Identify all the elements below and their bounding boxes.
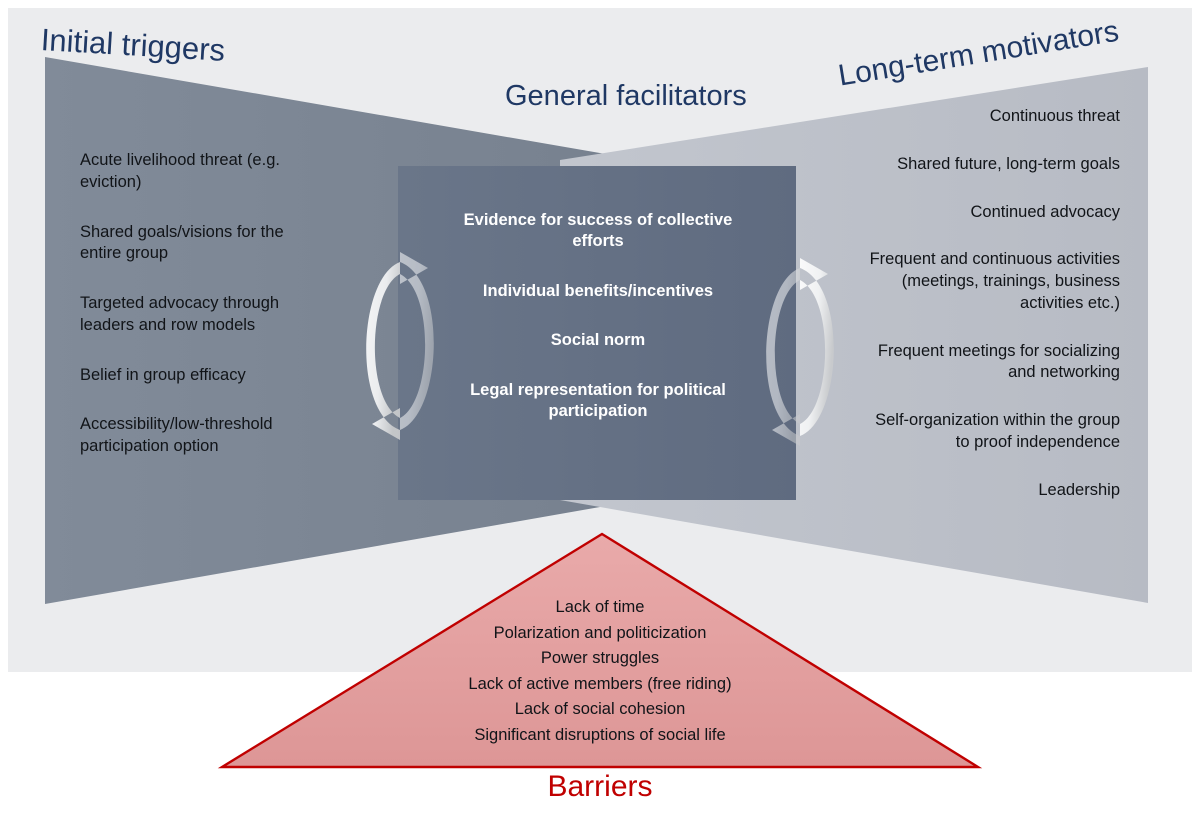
left-panel-item-list: Acute livelihood threat (e.g. eviction) … — [80, 150, 328, 486]
list-item: Social norm — [550, 331, 646, 350]
center-panel-title: General facilitators — [505, 80, 747, 112]
list-item: Legal representation for political parti… — [470, 380, 726, 421]
list-item: Frequent meetings for socializing and ne… — [877, 341, 1120, 382]
barriers-triangle-shape — [217, 532, 983, 769]
center-panel-item-list: Evidence for success of collective effor… — [440, 210, 756, 451]
list-item: Belief in group efficacy — [80, 365, 246, 384]
right-cycle-arrows — [766, 258, 834, 446]
right-panel-item-list: Continuous threat Shared future, long-te… — [868, 106, 1120, 527]
list-item: Leadership — [1038, 480, 1120, 499]
barriers-item-list: Lack of time Polarization and politiciza… — [400, 595, 800, 748]
barriers-title: Barriers — [547, 770, 653, 803]
list-item: Power struggles — [540, 649, 660, 668]
list-item: Shared goals/visions for the entire grou… — [80, 222, 284, 263]
left-cycle-arrows — [366, 252, 434, 440]
list-item: Lack of active members (free riding) — [468, 674, 732, 693]
list-item: Frequent and continuous activities (meet… — [869, 250, 1120, 312]
list-item: Polarization and politicization — [493, 623, 707, 642]
list-item: Lack of time — [555, 598, 645, 616]
list-item: Continuous threat — [989, 107, 1120, 125]
list-item: Shared future, long-term goals — [897, 154, 1120, 173]
list-item: Significant disruptions of social life — [474, 725, 726, 744]
list-item: Continued advocacy — [970, 202, 1120, 221]
center-panel-shape — [398, 166, 796, 500]
list-item: Accessibility/low-threshold participatio… — [80, 415, 273, 456]
list-item: Individual benefits/incentives — [482, 281, 714, 300]
list-item: Targeted advocacy through leaders and ro… — [80, 294, 280, 334]
list-item: Evidence for success of collective effor… — [463, 211, 733, 251]
list-item: Self-organization within the group to pr… — [875, 411, 1120, 451]
list-item: Lack of social cohesion — [514, 700, 686, 719]
list-item: Acute livelihood threat (e.g. eviction) — [80, 151, 280, 191]
